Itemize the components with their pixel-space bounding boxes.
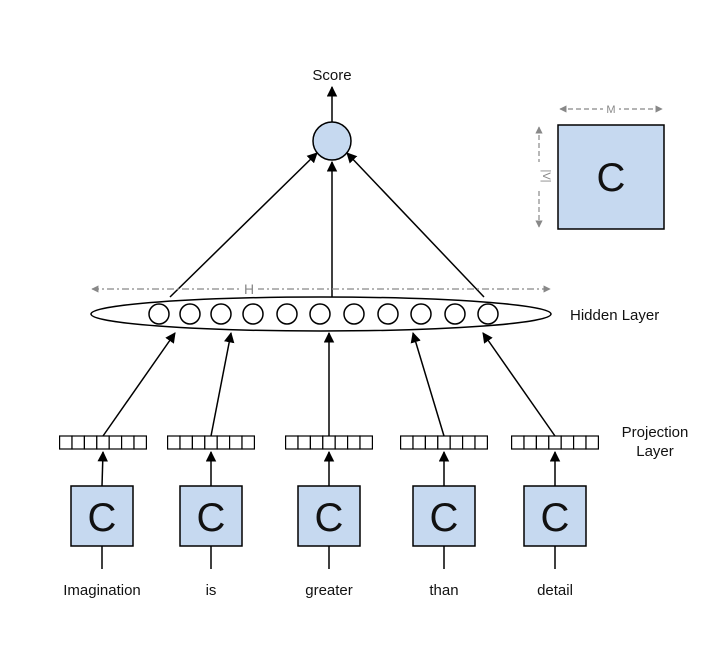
- projection-cell: [548, 435, 562, 450]
- projection-cell: [96, 435, 110, 450]
- hidden-unit-3: [210, 303, 232, 325]
- projection-vector-is: [167, 435, 255, 450]
- projection-cell: [133, 435, 147, 450]
- lookup-box-is: [179, 485, 243, 547]
- word-label-than: than: [429, 582, 458, 599]
- hidden-unit-2: [179, 303, 201, 325]
- matrix-c-box: [557, 124, 665, 230]
- projection-layer-label-line2: Layer: [636, 443, 674, 460]
- projection-cell: [309, 435, 324, 450]
- projection-cell: [229, 435, 243, 450]
- projection-cell: [449, 435, 464, 450]
- hidden-unit-1: [148, 303, 170, 325]
- score-node: [312, 121, 352, 161]
- lookup-box-symbol: C: [541, 496, 570, 540]
- lookup-box-symbol: C: [197, 496, 226, 540]
- projection-to-hidden-arrow-detail: [482, 332, 556, 437]
- hidden-unit-5: [276, 303, 298, 325]
- matrix-width-label: M: [606, 104, 615, 116]
- hidden-dimension-label-bg: [240, 280, 258, 296]
- projection-cell: [297, 435, 311, 450]
- hidden-to-score-arrow-left: [169, 152, 318, 298]
- projection-cell: [511, 435, 525, 450]
- projection-to-hidden-arrow-than: [410, 331, 445, 437]
- hidden-to-score-arrow-right: [346, 152, 485, 298]
- hidden-units: [148, 303, 499, 325]
- projection-cell: [474, 435, 488, 450]
- projection-cell: [83, 435, 98, 450]
- matrix-height-label-bg: [532, 162, 546, 188]
- projection-cell: [400, 435, 414, 450]
- projection-vector-detail: [511, 435, 599, 450]
- projection-cell: [424, 435, 439, 450]
- projection-cell: [334, 435, 349, 450]
- hidden-unit-4: [242, 303, 264, 325]
- hidden-dimension-label: H: [244, 281, 254, 297]
- word-label-imagination: Imagination: [63, 582, 141, 599]
- hidden-unit-6: [309, 303, 331, 325]
- projection-cell: [216, 435, 231, 450]
- projection-cell: [71, 435, 85, 450]
- projection-cell: [585, 435, 599, 450]
- hidden-unit-7: [343, 303, 365, 325]
- score-label: Score: [312, 67, 351, 84]
- projection-vector-greater: [285, 435, 373, 450]
- projection-cell: [322, 435, 336, 450]
- projection-cell: [572, 435, 587, 450]
- word-label-is: is: [206, 582, 217, 599]
- lookup-box-symbol: C: [315, 496, 344, 540]
- lookup-box-than: [412, 485, 476, 547]
- word-column-is: Cis: [167, 331, 255, 599]
- projection-vector-than: [400, 435, 488, 450]
- matrix-c-symbol: C: [597, 156, 626, 200]
- matrix-width-label-bg: [603, 103, 619, 115]
- projection-cell: [167, 435, 181, 450]
- hidden-unit-10: [444, 303, 466, 325]
- projection-cell: [412, 435, 426, 450]
- hidden-unit-8: [377, 303, 399, 325]
- projection-cell: [560, 435, 575, 450]
- word-label-greater: greater: [305, 582, 353, 599]
- projection-cell: [437, 435, 451, 450]
- projection-cell: [179, 435, 193, 450]
- projection-cell: [285, 435, 299, 450]
- lookup-to-projection-arrow-imagination: [97, 450, 108, 487]
- projection-layer-label-line1: Projection: [622, 424, 689, 441]
- projection-cell: [462, 435, 476, 450]
- projection-cell: [241, 435, 255, 450]
- hidden-layer-label: Hidden Layer: [570, 307, 659, 324]
- lookup-box-symbol: C: [88, 496, 117, 540]
- projection-cell: [359, 435, 373, 450]
- hidden-unit-11: [477, 303, 499, 325]
- projection-cell: [535, 435, 550, 450]
- word-label-detail: detail: [537, 582, 573, 599]
- projection-cell: [204, 435, 218, 450]
- projection-cell: [347, 435, 361, 450]
- projection-cell: [108, 435, 123, 450]
- projection-cell: [523, 435, 537, 450]
- matrix-height-label: |V|: [540, 169, 552, 182]
- projection-cell: [120, 435, 135, 450]
- projection-to-hidden-arrow-imagination: [102, 332, 176, 437]
- word-column-imagination: C Imagination: [58, 332, 176, 599]
- projection-cell: [58, 435, 73, 450]
- projection-cell: [191, 435, 206, 450]
- lookup-box-symbol: C: [430, 496, 459, 540]
- hidden-unit-9: [410, 303, 432, 325]
- projection-to-hidden-arrow-is: [210, 331, 235, 437]
- projection-vector-imagination: [58, 435, 147, 450]
